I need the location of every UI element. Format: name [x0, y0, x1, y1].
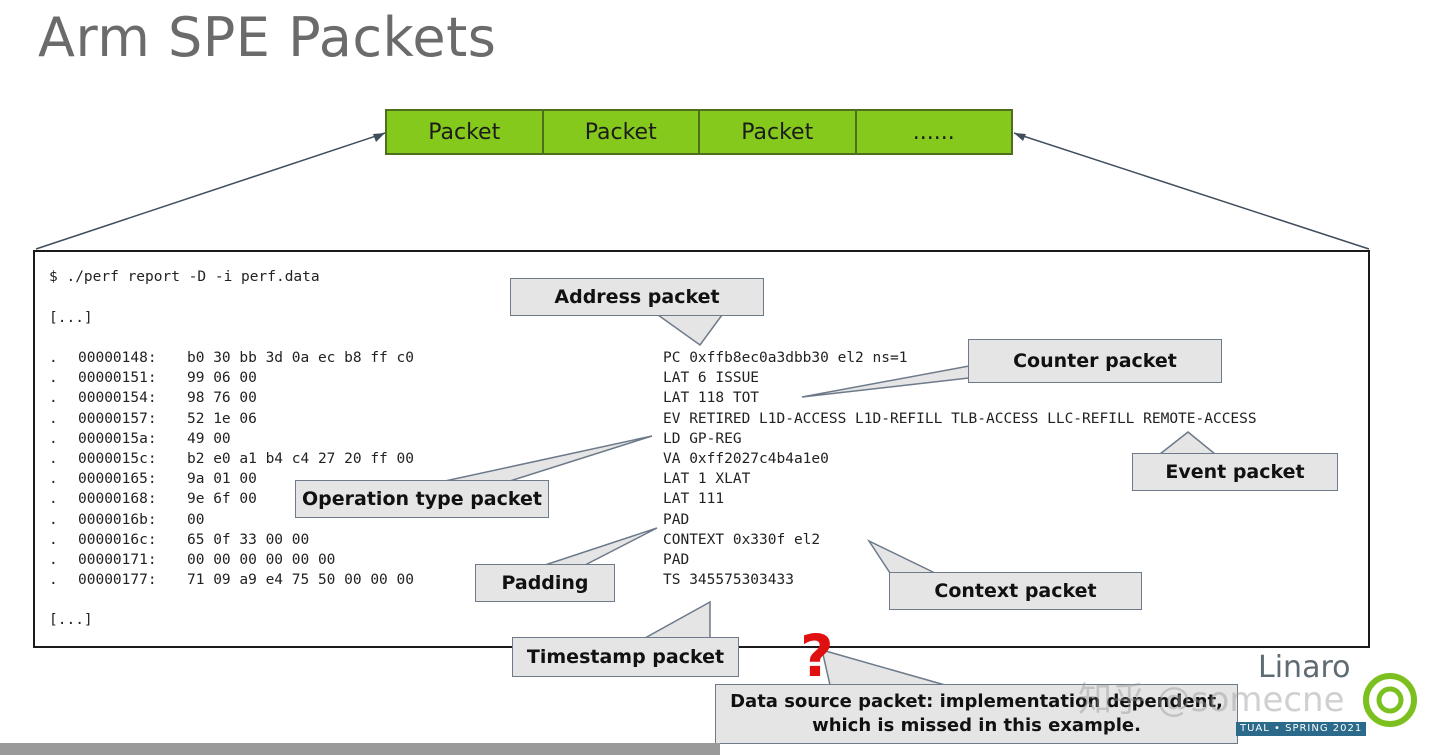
- right-connector-line: [1013, 132, 1370, 250]
- address-pointer: [655, 314, 724, 347]
- callout-padding: Padding: [475, 564, 615, 602]
- footer-bar: [0, 743, 720, 755]
- ellipsis-top: [...]: [49, 310, 93, 326]
- dump-row-decoded: PC 0xffb8ec0a3dbb30 el2 ns=1: [663, 350, 908, 366]
- dump-row-bytes: 00 00 00 00 00 00: [187, 552, 336, 568]
- dump-row-offset: 0000016c:: [78, 531, 157, 548]
- question-mark-icon: ?: [800, 622, 834, 690]
- dump-row-offset: 00000148:: [78, 350, 157, 366]
- context-pointer: [866, 539, 936, 574]
- packet-cell: Packet: [700, 111, 857, 153]
- callout-timestamp-packet: Timestamp packet: [512, 637, 739, 677]
- dump-row-bytes: 65 0f 33 00 00: [187, 531, 310, 548]
- dump-row-bytes: 9e 6f 00: [187, 491, 257, 508]
- dump-row-dot: .: [49, 511, 58, 528]
- dump-row-dot: .: [49, 531, 58, 548]
- command-line: $ ./perf report -D -i perf.data: [49, 269, 320, 285]
- dump-row-decoded: LAT 111: [663, 491, 725, 508]
- packet-cell-ellipsis: ......: [856, 111, 1011, 153]
- dump-row-decoded: TS 345575303433: [663, 572, 794, 589]
- dump-row-dot: .: [49, 370, 58, 387]
- dump-row-dot: .: [49, 451, 58, 467]
- dump-row-decoded: PAD: [663, 511, 690, 528]
- linaro-logo-text: Linaro: [1258, 650, 1351, 685]
- slide-title: Arm SPE Packets: [38, 6, 497, 69]
- dump-row-offset: 00000177:: [78, 572, 157, 589]
- timestamp-pointer: [642, 600, 711, 639]
- dump-row-offset: 00000151:: [78, 370, 157, 387]
- callout-data-source-packet: Data source packet: implementation depen…: [715, 684, 1238, 744]
- dump-row-offset: 0000015c:: [78, 451, 157, 467]
- dump-row-bytes: 71 09 a9 e4 75 50 00 00 00: [187, 572, 414, 589]
- dump-row-bytes: 9a 01 00: [187, 471, 257, 488]
- watermark-text: 知乎 @somecne: [1078, 680, 1345, 720]
- callout-counter-packet: Counter packet: [968, 339, 1222, 383]
- event-pointer: [1157, 431, 1218, 455]
- dump-row-dot: .: [49, 471, 58, 488]
- data-source-line-2: which is missed in this example.: [812, 715, 1141, 736]
- callout-event-packet: Event packet: [1132, 453, 1338, 491]
- dump-row-dot: .: [49, 390, 58, 407]
- padding-pointer: [544, 527, 658, 566]
- left-connector-line: [35, 132, 386, 250]
- dump-row-offset: 0000015a:: [78, 430, 157, 447]
- counter-pointer: [801, 365, 970, 398]
- dump-row-decoded: LAT 118 TOT: [663, 390, 760, 407]
- dump-row-decoded: CONTEXT 0x330f el2: [663, 531, 821, 548]
- dump-row-dot: .: [49, 491, 58, 508]
- packet-cell: Packet: [387, 111, 544, 153]
- dump-row-dot: .: [49, 572, 58, 589]
- dump-row-bytes: 49 00: [187, 430, 231, 447]
- dump-row-bytes: 00: [187, 511, 205, 528]
- left-arrowhead: [373, 133, 385, 142]
- dump-row-offset: 00000157:: [78, 410, 157, 427]
- dump-row-decoded: LD GP-REG: [663, 430, 742, 447]
- dump-row-decoded: LAT 1 XLAT: [663, 471, 751, 488]
- linaro-logo-icon: [1363, 673, 1417, 727]
- dump-row-dot: .: [49, 350, 58, 366]
- dump-row-bytes: b0 30 bb 3d 0a ec b8 ff c0: [187, 350, 414, 366]
- dump-row-bytes: 52 1e 06: [187, 410, 257, 427]
- dump-row-dot: .: [49, 552, 58, 568]
- dump-row-decoded: PAD: [663, 552, 690, 568]
- dump-row-bytes: b2 e0 a1 b4 c4 27 20 ff 00: [187, 451, 414, 467]
- spring-2021-badge: TUAL • SPRING 2021: [1236, 722, 1367, 736]
- dump-row-offset: 00000165:: [78, 471, 157, 488]
- packet-cell: Packet: [543, 111, 700, 153]
- dump-row-offset: 00000154:: [78, 390, 157, 407]
- dump-row-offset: 00000171:: [78, 552, 157, 568]
- dump-row-offset: 0000016b:: [78, 511, 157, 528]
- packet-stream-bar: Packet Packet Packet ......: [385, 109, 1013, 155]
- dump-row-decoded: VA 0xff2027c4b4a1e0: [663, 451, 829, 467]
- right-arrowhead: [1014, 133, 1026, 141]
- data-source-pointer: [820, 648, 946, 686]
- callout-address-packet: Address packet: [510, 278, 764, 316]
- operation-pointer: [444, 435, 653, 482]
- dump-row-bytes: 99 06 00: [187, 370, 257, 387]
- dump-row-decoded: LAT 6 ISSUE: [663, 370, 760, 387]
- dump-row-bytes: 98 76 00: [187, 390, 257, 407]
- dump-row-offset: 00000168:: [78, 491, 157, 508]
- dump-row-decoded: EV RETIRED L1D-ACCESS L1D-REFILL TLB-ACC…: [663, 410, 1257, 427]
- ellipsis-bottom: [...]: [49, 612, 93, 628]
- callout-context-packet: Context packet: [889, 572, 1142, 610]
- dump-row-dot: .: [49, 430, 58, 447]
- data-source-line-1: Data source packet: implementation depen…: [730, 691, 1223, 712]
- dump-row-dot: .: [49, 410, 58, 427]
- callout-operation-type-packet: Operation type packet: [295, 480, 549, 518]
